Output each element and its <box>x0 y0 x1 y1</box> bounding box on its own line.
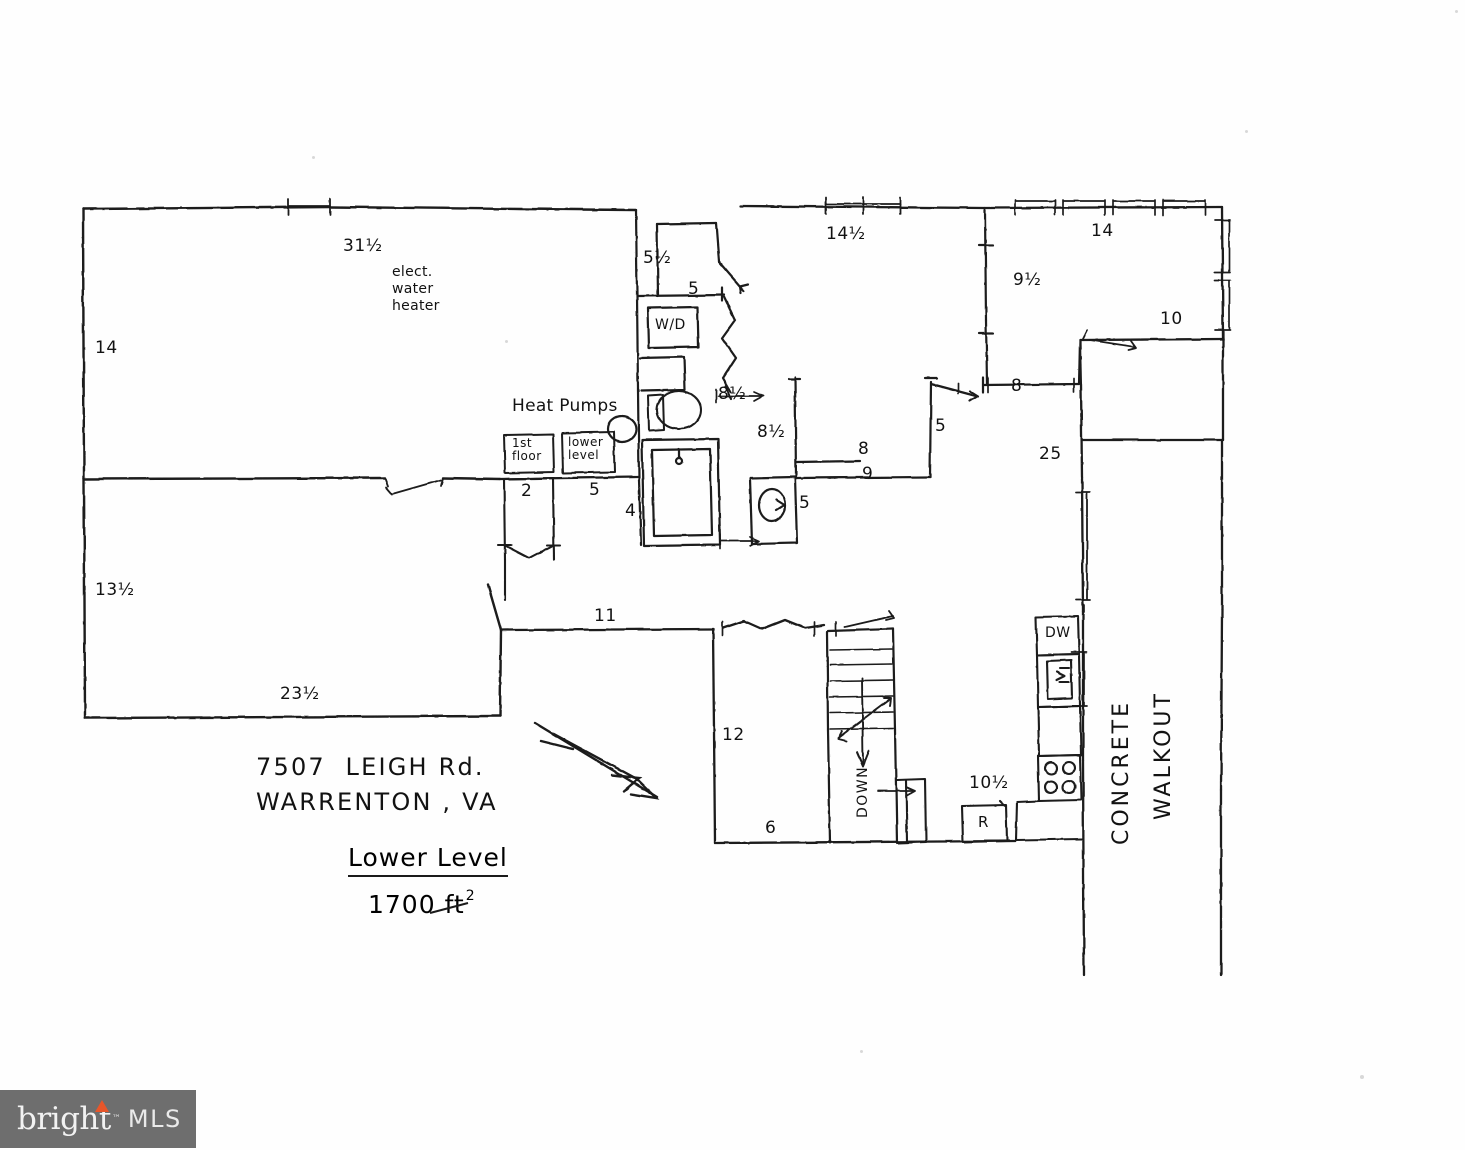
kitchen-counters <box>1014 614 1084 842</box>
dim-ticks-mid-top <box>825 196 901 215</box>
right-interior-wall <box>1079 383 1085 614</box>
concrete-walkout-line-2: WALKOUT <box>1151 691 1176 820</box>
address-line-2: WARRENTON , VA <box>256 788 498 816</box>
dim-rec-room-left: 12 <box>722 725 745 745</box>
heat-pump-lower-level-label: lower level <box>568 435 604 462</box>
dim-laundry-depth: 5 <box>688 279 700 299</box>
paper-speck <box>312 156 315 159</box>
stairwell <box>825 627 899 845</box>
toilet-fixture <box>647 390 702 432</box>
stair-direction-arrow <box>837 677 892 767</box>
dim-bottom-left: 23½ <box>280 684 320 704</box>
bedroom-door-swing <box>1081 329 1137 351</box>
dim-hall-run: 8½ <box>718 384 747 404</box>
watermark-suffix: MLS <box>127 1105 182 1133</box>
misc-ticks <box>957 377 1075 395</box>
dim-heat-pump-run: 5 <box>589 480 601 500</box>
dim-mid-wall-upper: 8 <box>858 439 870 459</box>
dishwasher-label: DW <box>1045 625 1071 641</box>
hall-direction-arrows <box>717 391 764 547</box>
dim-jog-left: 5 <box>935 416 947 436</box>
center-wall <box>498 475 640 481</box>
round-fixture <box>606 414 638 444</box>
rec-room-top-ticks <box>721 621 837 637</box>
center-right-walls <box>794 208 1082 480</box>
paper-speck <box>1360 1075 1364 1079</box>
paper-speck <box>1455 10 1458 13</box>
tub-fixture <box>640 437 722 548</box>
washer-dryer-label: W/D <box>655 317 686 333</box>
plan-title-group: Lower Level <box>348 843 508 877</box>
dim-rec-room-bottom: 6 <box>765 818 777 838</box>
dim-ticks-top-left <box>287 198 331 216</box>
laundry-bath-shaft <box>634 208 750 547</box>
address-line-1: 7507 LEIGH Rd. <box>256 753 485 781</box>
dim-rec-room-top: 11 <box>594 606 617 626</box>
refrigerator-label: R <box>978 813 989 831</box>
right-exterior-wall <box>1219 337 1225 977</box>
stair-exit-door <box>895 777 928 845</box>
concrete-walkout-line-1: CONCRETE <box>1109 699 1134 845</box>
dim-mid-top-wall: 14½ <box>826 224 866 244</box>
right-wall-ticks <box>1075 491 1091 601</box>
paper-speck <box>860 1050 863 1053</box>
dim-bedroom-left: 9½ <box>1013 270 1042 290</box>
exterior-walls <box>81 205 638 720</box>
door-swing-left <box>384 477 444 495</box>
rec-room-walls <box>499 618 1017 845</box>
kitchen-window-ticks <box>1070 604 1088 707</box>
heat-pump-first-floor-label: 1st floor <box>512 436 542 463</box>
dim-laundry-width: 5½ <box>643 248 672 268</box>
paper-speck <box>1245 130 1248 133</box>
direction-arrows-annotation <box>533 721 660 800</box>
dim-tub-side: 4 <box>625 501 637 521</box>
dim-heat-pump-closet: 2 <box>521 481 533 501</box>
watermark-trademark: ™ <box>111 1114 121 1124</box>
dim-mid-wall-lower: 9 <box>862 464 874 484</box>
walkout-left-wall <box>1081 610 1086 977</box>
hall-ticks <box>715 388 721 550</box>
plan-area-exponent: 2 <box>465 888 475 904</box>
plan-title: Lower Level <box>348 843 508 877</box>
bedroom-top-windows <box>1014 199 1206 216</box>
plan-area-value: 1700 ft <box>368 890 465 919</box>
stairs-down-label: DOWN <box>855 765 871 818</box>
paper-speck <box>505 340 508 343</box>
dim-bath-width: 8½ <box>757 422 786 442</box>
dim-left-lower: 13½ <box>95 580 135 600</box>
dim-kitchen-nook: 10½ <box>969 773 1009 793</box>
dim-bedroom-top: 14 <box>1091 221 1114 241</box>
ft-glyph-strike <box>429 902 469 914</box>
water-heater-label: elect. water heater <box>392 264 440 315</box>
powder-room <box>748 375 862 546</box>
watermark-accent-dot <box>94 1100 109 1112</box>
bedroom-closet <box>1078 338 1083 387</box>
dim-right-wall-run: 25 <box>1039 444 1062 464</box>
dim-left-upper: 14 <box>95 338 118 358</box>
dim-top-left-wall: 31½ <box>343 236 383 256</box>
dim-vanity-side: 5 <box>799 493 811 513</box>
watermark-brand: bright <box>17 1100 111 1137</box>
stair-exit-arrow <box>877 786 916 797</box>
dim-jog-upper: 8 <box>1011 376 1023 396</box>
bedroom-walls <box>983 205 1225 342</box>
bedroom-right-windows <box>1214 219 1231 331</box>
bright-mls-watermark: bright ™ MLS <box>0 1090 196 1148</box>
plan-area-group: 1700 ft 2 <box>368 888 475 919</box>
heat-pumps-title: Heat Pumps <box>512 396 618 416</box>
stair-landing-line <box>844 610 895 628</box>
heat-pump-boxes <box>503 431 616 474</box>
dim-bedroom-lower: 10 <box>1160 309 1183 329</box>
